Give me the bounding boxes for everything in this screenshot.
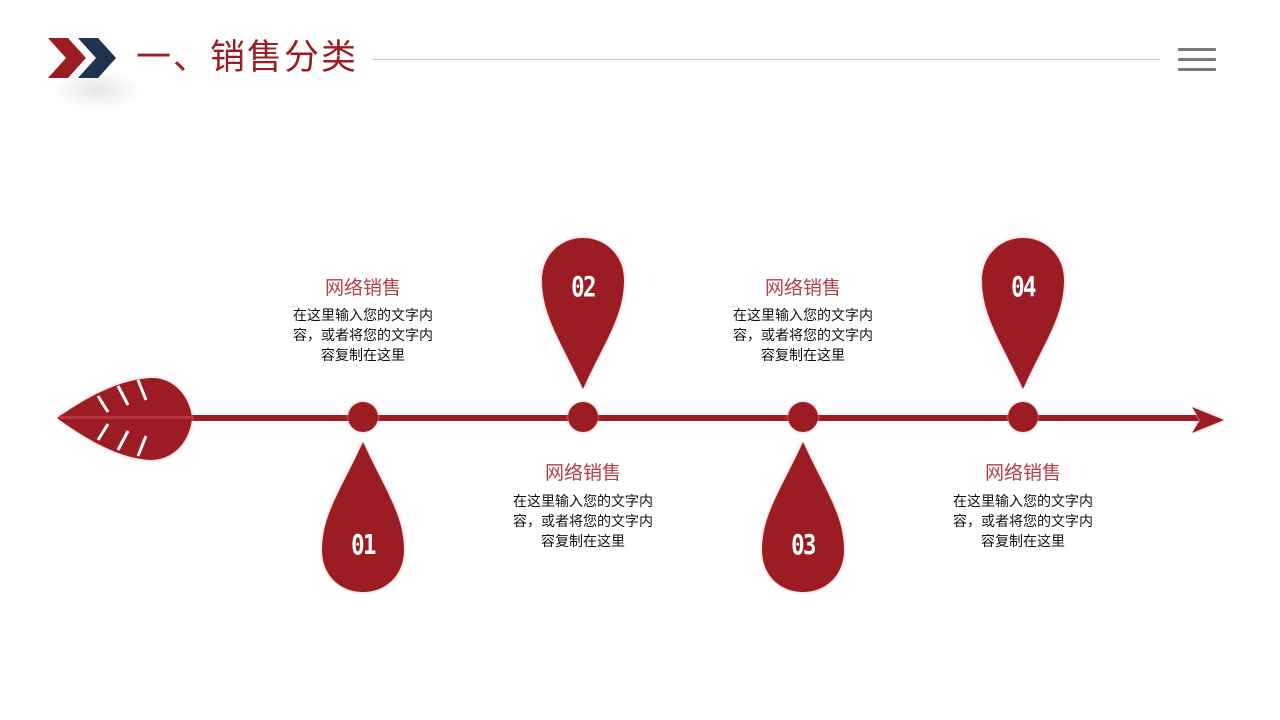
description-line: 容，或者将您的文字内 [953,514,1093,530]
description-line: 容复制在这里 [321,348,405,364]
timeline-node-1 [348,402,378,432]
description-line: 在这里输入您的文字内 [513,494,653,510]
arrow-head-icon [1192,407,1224,433]
item-description: 在这里输入您的文字内 容，或者将您的文字内 容复制在这里 [493,492,673,552]
timeline-item-01-text: 网络销售 在这里输入您的文字内 容，或者将您的文字内 容复制在这里 [263,276,463,366]
hamburger-menu-icon[interactable] [1176,46,1218,74]
title-divider [372,59,1160,60]
description-line: 在这里输入您的文字内 [293,308,433,324]
item-heading: 网络销售 [324,277,401,299]
timeline-node-3 [788,402,818,432]
leaf-feather-icon [57,377,192,460]
drop-pin-04 [982,238,1064,389]
item-heading: 网络销售 [764,277,841,299]
description-line: 容，或者将您的文字内 [293,328,433,344]
timeline-node-4 [1008,402,1038,432]
double-chevron-right-icon [48,38,116,78]
item-description: 在这里输入您的文字内 容，或者将您的文字内 容复制在这里 [933,492,1113,552]
description-line: 容，或者将您的文字内 [513,514,653,530]
description-line: 容复制在这里 [541,534,625,550]
pin-number-01: 01 [351,528,376,561]
timeline-item-02-text: 网络销售 在这里输入您的文字内 容，或者将您的文字内 容复制在这里 [483,461,683,552]
timeline-node-2 [568,402,598,432]
page-title: 一、销售分类 [136,38,359,78]
description-line: 容，或者将您的文字内 [733,328,873,344]
pin-number-04: 04 [1011,270,1036,303]
description-line: 容复制在这里 [981,534,1065,550]
description-line: 容复制在这里 [761,348,845,364]
timeline-axis [60,415,1200,421]
description-line: 在这里输入您的文字内 [953,494,1093,510]
timeline-item-04-text: 网络销售 在这里输入您的文字内 容，或者将您的文字内 容复制在这里 [923,461,1123,552]
pin-number-03: 03 [791,528,816,561]
item-description: 在这里输入您的文字内 容，或者将您的文字内 容复制在这里 [713,306,893,366]
description-line: 在这里输入您的文字内 [733,308,873,324]
item-heading: 网络销售 [984,462,1061,484]
item-description: 在这里输入您的文字内 容，或者将您的文字内 容复制在这里 [273,306,453,366]
drop-pin-03 [762,442,844,592]
timeline-item-03-text: 网络销售 在这里输入您的文字内 容，或者将您的文字内 容复制在这里 [703,276,903,366]
item-heading: 网络销售 [544,462,621,484]
drop-pin-02 [542,238,624,389]
pin-number-02: 02 [571,270,596,303]
drop-pin-01 [322,442,404,592]
